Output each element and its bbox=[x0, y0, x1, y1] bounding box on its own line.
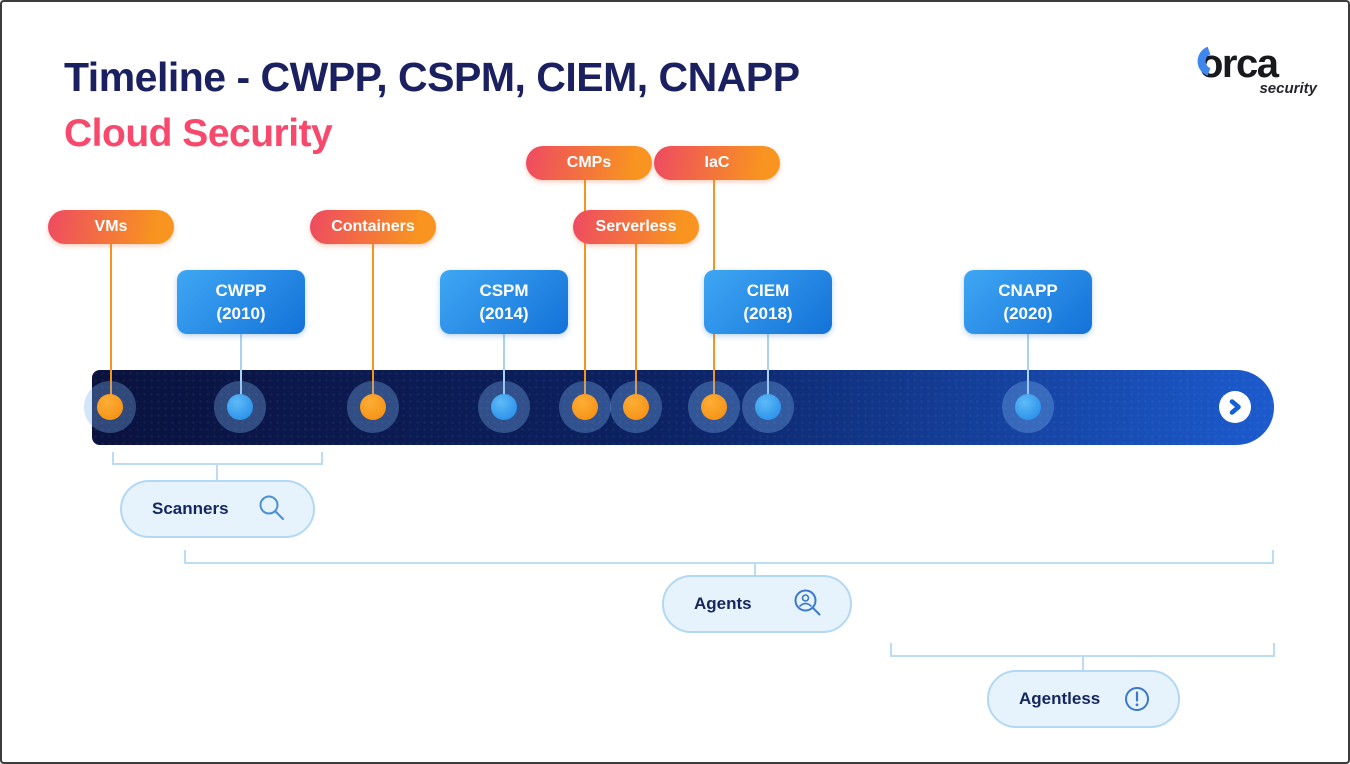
scanners-bracket-tick-right bbox=[321, 452, 323, 465]
exclamation-icon bbox=[1122, 684, 1152, 714]
logo-sub-text: security bbox=[1259, 80, 1317, 97]
agents-bracket bbox=[184, 562, 1274, 564]
connector-containers bbox=[372, 244, 374, 407]
page-title: Timeline - CWPP, CSPM, CIEM, CNAPP bbox=[64, 54, 800, 100]
connector-cwpp bbox=[240, 334, 242, 407]
badge-containers-label: Containers bbox=[331, 218, 415, 235]
approach-scanners-label: Scanners bbox=[152, 499, 229, 518]
approach-agents: Agents bbox=[662, 575, 852, 633]
dot-cnapp bbox=[1015, 394, 1041, 420]
agents-bracket-tick-left bbox=[184, 550, 186, 564]
badge-serverless-label: Serverless bbox=[595, 218, 677, 235]
orca-security-logo: orca security bbox=[1197, 42, 1317, 97]
badge-vms-label: VMs bbox=[94, 218, 128, 235]
badge-cmps: CMPs bbox=[526, 146, 652, 180]
badge-serverless: Serverless bbox=[573, 210, 699, 244]
dot-containers bbox=[360, 394, 386, 420]
dot-ciem bbox=[755, 394, 781, 420]
badge-iac: IaC bbox=[654, 146, 780, 180]
dot-serverless bbox=[623, 394, 649, 420]
magnifier-icon bbox=[257, 494, 287, 524]
badge-iac-label: IaC bbox=[704, 154, 730, 171]
milestone-cwpp: CWPP (2010) bbox=[177, 270, 305, 334]
dot-cspm bbox=[491, 394, 517, 420]
agents-bracket-tick-right bbox=[1272, 550, 1274, 564]
scanners-bracket-tick-left bbox=[112, 452, 114, 465]
timeline-bar bbox=[92, 370, 1274, 445]
milestone-ciem-name: CIEM bbox=[746, 281, 790, 300]
milestone-cspm-name: CSPM bbox=[479, 281, 529, 300]
approach-agents-label: Agents bbox=[694, 594, 752, 613]
milestone-ciem-year: (2018) bbox=[743, 304, 793, 323]
agentless-bracket-tick-right bbox=[1273, 643, 1275, 657]
milestone-cwpp-year: (2010) bbox=[216, 304, 266, 323]
milestone-cnapp: CNAPP (2020) bbox=[964, 270, 1092, 334]
badge-containers: Containers bbox=[310, 210, 436, 244]
approach-agentless-label: Agentless bbox=[1019, 689, 1101, 708]
approach-scanners: Scanners bbox=[120, 480, 315, 538]
chevron-right-icon bbox=[1229, 399, 1241, 415]
connector-vms bbox=[110, 244, 112, 407]
connector-cnapp bbox=[1027, 334, 1029, 407]
milestone-cspm-year: (2014) bbox=[479, 304, 529, 323]
connector-serverless bbox=[635, 244, 637, 407]
logo-brand-text: orca bbox=[1199, 42, 1279, 86]
agentless-bracket-tick-left bbox=[890, 643, 892, 657]
logo-o-accent-icon bbox=[1197, 46, 1211, 76]
approach-agentless: Agentless bbox=[987, 670, 1180, 728]
page-subtitle: Cloud Security bbox=[64, 112, 333, 155]
dot-cmps bbox=[572, 394, 598, 420]
connector-cmps bbox=[584, 180, 586, 407]
agentless-bracket-drop bbox=[1082, 655, 1084, 671]
scanners-bracket-drop bbox=[216, 463, 218, 481]
milestone-cnapp-name: CNAPP bbox=[998, 281, 1058, 300]
badge-cmps-label: CMPs bbox=[566, 154, 612, 171]
dot-iac bbox=[701, 394, 727, 420]
milestone-cnapp-year: (2020) bbox=[1003, 304, 1053, 323]
milestone-cwpp-name: CWPP bbox=[215, 281, 267, 300]
connector-ciem bbox=[767, 334, 769, 407]
timeline-arrow bbox=[1219, 391, 1251, 423]
milestone-cspm: CSPM (2014) bbox=[440, 270, 568, 334]
agents-bracket-drop bbox=[754, 562, 756, 576]
person-search-icon bbox=[792, 588, 824, 620]
milestone-ciem: CIEM (2018) bbox=[704, 270, 832, 334]
connector-cspm bbox=[503, 334, 505, 407]
dot-cwpp bbox=[227, 394, 253, 420]
badge-vms: VMs bbox=[48, 210, 174, 244]
dot-vms bbox=[97, 394, 123, 420]
